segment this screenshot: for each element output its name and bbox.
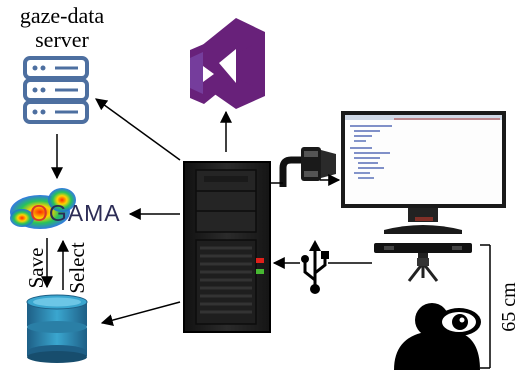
vga-connector-icon (279, 147, 336, 187)
save-label: Save (24, 247, 48, 289)
server-icon (23, 56, 89, 124)
server-label-line2: server (35, 27, 89, 52)
visual-studio-icon (190, 18, 265, 109)
heatmap-icon (10, 188, 76, 229)
arrow-tower-to-database (100, 301, 181, 326)
eye-tracker-icon (374, 243, 472, 282)
person-eye-icon (394, 303, 481, 370)
ogama-logo-rest: GAMA (48, 200, 121, 226)
monitor-icon (341, 111, 506, 234)
server-label-line1: gaze-data (19, 3, 105, 28)
usb-icon (301, 240, 329, 294)
ogama-logo-o: O (30, 200, 49, 226)
database-icon (26, 294, 88, 363)
arrow-tower-to-server (95, 98, 181, 161)
ogama-logo-text: OGAMA (30, 200, 121, 227)
distance-bracket (480, 244, 491, 369)
select-label: Select (65, 242, 89, 294)
server-label: gaze-data server (0, 4, 124, 52)
pc-tower-icon (183, 161, 271, 333)
distance-label: 65 cm (498, 282, 520, 332)
